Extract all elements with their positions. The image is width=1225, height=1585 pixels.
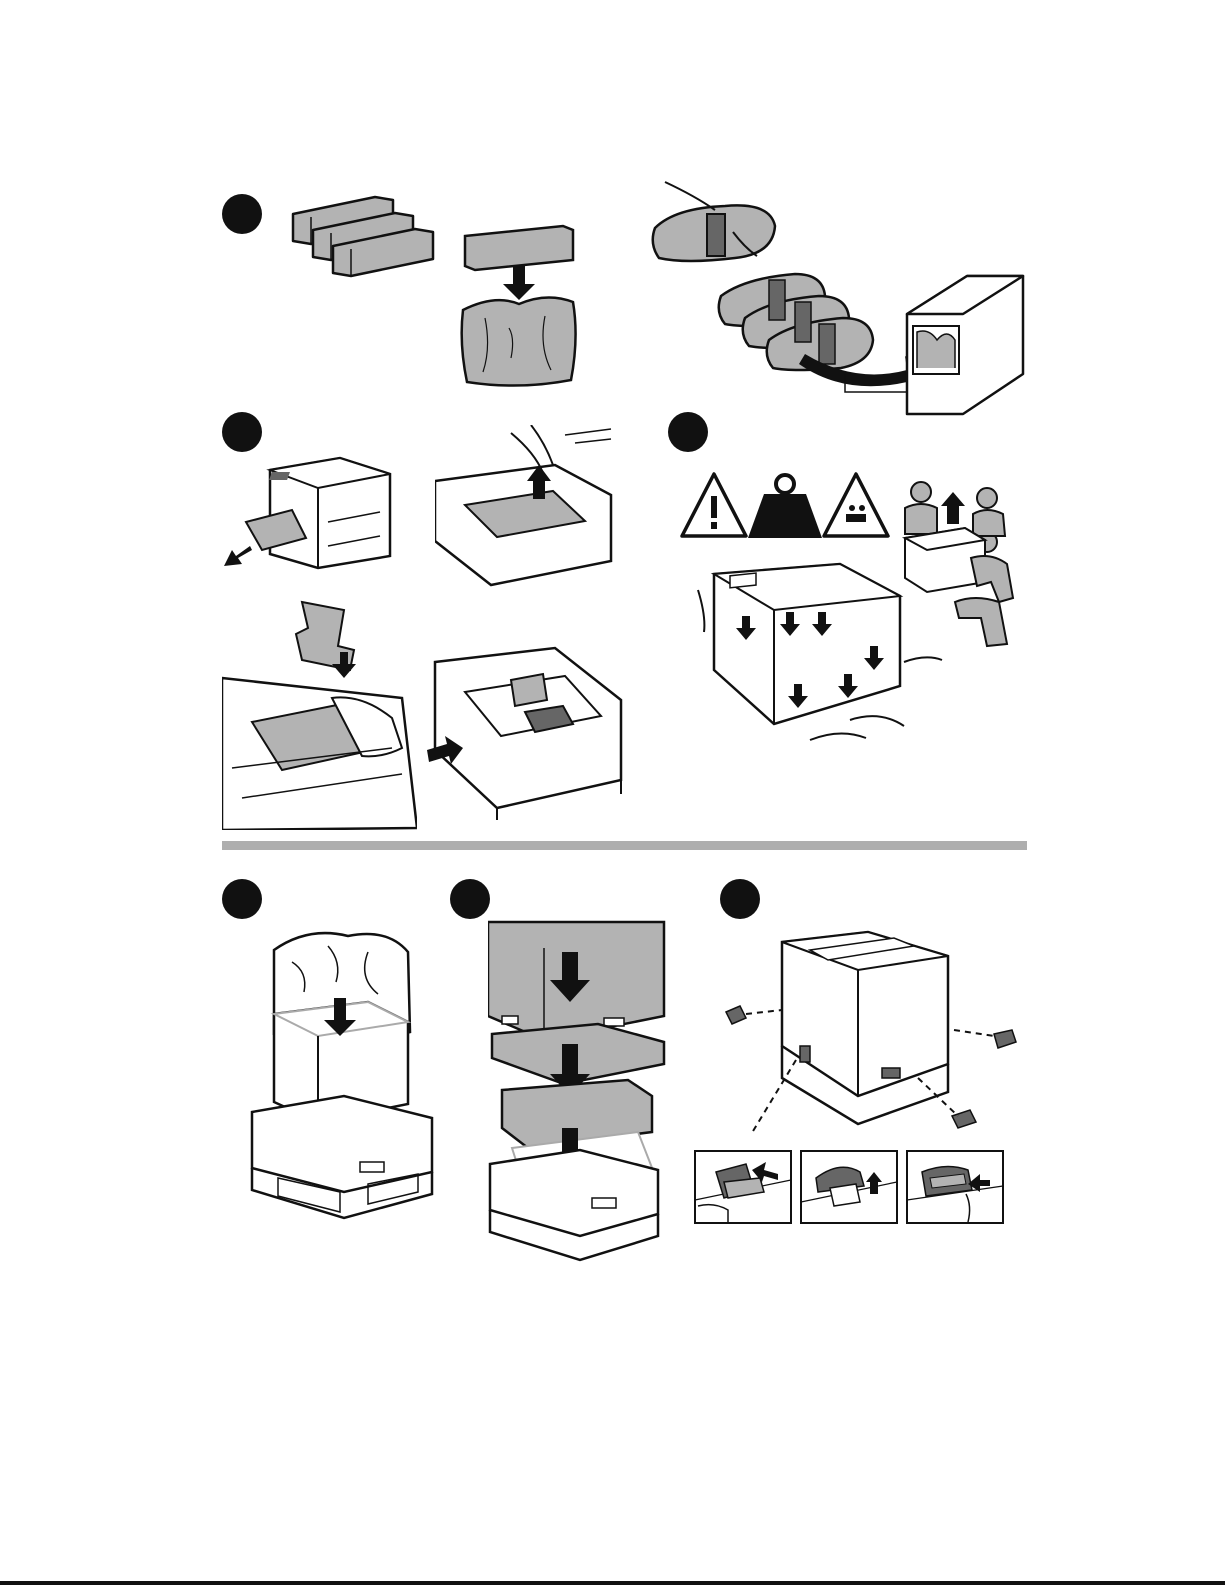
- weight-icon: [748, 475, 822, 538]
- warning-symbols: [680, 470, 890, 542]
- arrow-down-icon: [503, 266, 535, 300]
- insert-box-clips-illustration: [718, 928, 1028, 1133]
- arrow-up-icon: [941, 492, 965, 524]
- step-4-badge: [222, 879, 262, 919]
- seal-and-box-cartridges-illustration: [645, 178, 1030, 418]
- lower-box-onto-pallet-illustration: [488, 918, 668, 1263]
- section-divider: [222, 841, 1027, 850]
- clip-detail-1: [694, 1150, 792, 1224]
- warning-triangle-icon: [682, 474, 746, 536]
- bag-printer-on-pallet-illustration: [248, 922, 438, 1242]
- remove-paper-illustration: [435, 425, 615, 600]
- clip-detail-3: [906, 1150, 1004, 1224]
- page-bottom-rule: [0, 1581, 1225, 1585]
- toner-cartridges-illustration: [285, 192, 445, 287]
- lift-hazard-icon: [824, 474, 888, 536]
- lift-points-illustration: [690, 560, 945, 765]
- step-6-badge: [720, 879, 760, 919]
- step-3-badge: [668, 412, 708, 452]
- cartridge-into-bag-illustration: [455, 218, 585, 388]
- step-2-badge: [222, 412, 262, 452]
- step-5-badge: [450, 879, 490, 919]
- clip-detail-2: [800, 1150, 898, 1224]
- close-tray-illustration: [425, 640, 625, 825]
- pull-out-tray-illustration: [222, 450, 397, 580]
- step-1-badge: [222, 194, 262, 234]
- arrow-left-icon: [224, 546, 252, 566]
- insert-tray-insert-illustration: [222, 598, 417, 830]
